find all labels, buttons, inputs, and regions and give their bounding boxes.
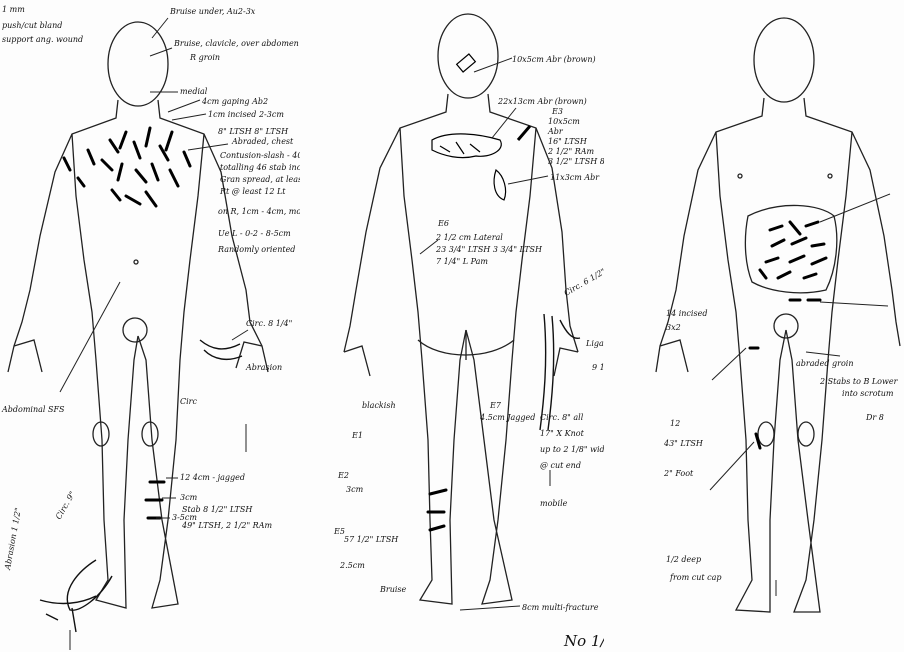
note: 16" LTSH [548,137,588,146]
note: push/cut bland [2,21,62,30]
note: E7 [489,401,502,410]
note: 1cm incised 2-3cm [208,110,284,119]
note: 2 Stabs to B Lower [819,377,899,386]
note: 49" LTSH, 2 1/2" RAm [181,521,272,530]
note: E3 [551,107,563,116]
note: R groin [189,53,220,62]
note: 11x3cm Abr [550,173,600,182]
note: 3x2 [666,323,681,332]
note: E5 [333,527,345,536]
note: Bruise, clavicle, over abdomen [173,39,299,48]
note: 10x5cm Abr (brown) [512,55,596,64]
note: 7 1/4" L Pam [436,257,488,266]
note: 4.5cm Jagged [479,413,535,422]
note: Bruise [379,585,407,594]
note: 3cm [180,493,198,502]
note: support ang. wound [2,35,83,44]
note: 1 mm [2,5,25,14]
note: 3 1/2" LTSH 8" [548,157,609,166]
note: Rt @ least 12 Lt [219,187,286,196]
note: medial [180,87,208,96]
note: 8cm multi-fracture [522,603,599,612]
note: 43" LTSH [663,439,704,448]
note: 23 3/4" LTSH 3 3/4" LTSH [435,245,543,254]
note: Abrasion [245,363,282,372]
note: 3cm [346,485,364,494]
note: Dr 8 [865,413,884,422]
note: 12 4cm - jagged [180,473,245,482]
note: Abr [547,127,564,136]
note: into scrotum [842,389,894,398]
panel-back-view: 10x5cm Abr (brown) 22x13cm Abr (brown) E… [300,0,621,652]
note: 57 1/2" LTSH [344,535,399,544]
note: 10x5cm [548,117,580,126]
note: Abdominal SFS [1,405,65,414]
note: 4cm gaping Ab2 [201,97,268,106]
note: blackish [362,401,396,410]
note: mobile [540,499,568,508]
note: Circ. 8" all [540,413,584,422]
note: Circ. 8 1/4" [246,319,292,328]
note: 8" LTSH 8" LTSH [218,127,289,136]
note: Gran spread, at least 7 [220,175,314,184]
note: 12 [670,419,680,428]
panel-front-view: 1 mm push/cut bland support ang. wound B… [0,0,338,652]
note: 14 incised [666,309,707,318]
note: @ cut end [540,461,581,470]
note: 2 1/2" RAm [547,147,595,156]
note: 2 1/2 cm Lateral [435,233,503,242]
note: Bruise under, Au2-3x [169,7,256,16]
note: 17" X Knot [540,429,585,438]
note: from cut cap [669,573,722,582]
note: abraded groin [796,359,853,368]
note: Abraded, chest [231,137,294,146]
panel-front-torso-view: 14 incised 3x2 abraded groin 2 Stabs to … [604,0,904,652]
note: Circ [180,397,198,406]
note: Ue L - 0-2 - 8-5cm [218,229,291,238]
note: E2 [337,471,349,480]
note: E6 [437,219,449,228]
note: Stab 8 1/2" LTSH [182,505,253,514]
note: E1 [351,431,363,440]
note: 22x13cm Abr (brown) [497,97,587,106]
note: 2.5cm [339,561,365,570]
note: Randomly oriented [217,245,295,254]
note: 2" Foot [663,469,694,478]
note: up to 2 1/8" wide [540,445,610,454]
note: 1/2 deep [666,555,701,564]
